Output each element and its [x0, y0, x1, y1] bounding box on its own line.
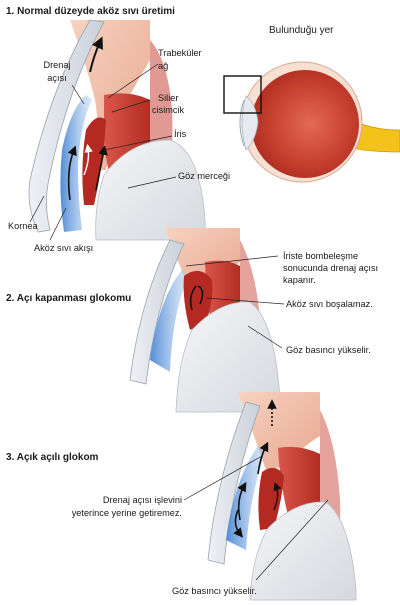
label-basinc-3: Göz basıncı yükselir.: [172, 586, 257, 596]
detail-box: [223, 75, 262, 114]
label-trabekuler-line1: Trabeküler: [158, 48, 202, 58]
label-drenaj-line2: açısı: [47, 73, 67, 83]
label-iriste-line2: sonucunda drenaj açısı: [283, 263, 379, 273]
label-iriste-line1: İriste bombeleşme: [283, 251, 359, 261]
label-bosalamaz: Aköz sıvı boşalamaz.: [286, 299, 373, 309]
label-silier-line2: cisimcik: [152, 105, 185, 115]
section3-title: 3. Açık açılı glokom: [6, 452, 99, 463]
label-iriste-line3: kapanır.: [283, 275, 316, 285]
label-iris: İris: [174, 129, 187, 139]
section1-title: 1. Normal düzeyde aköz sıvı üretimi: [6, 6, 175, 17]
label-silier-line1: Silier: [158, 93, 179, 103]
label-trabekuler-line2: ağ: [158, 61, 169, 71]
label-kornea: Kornea: [8, 221, 38, 231]
section1-cross-section: [28, 19, 206, 241]
section2-title: 2. Açı kapanması glokomu: [6, 293, 132, 304]
label-drenaj3-line1: Drenaj açısı işlevini: [102, 495, 182, 505]
label-goz-mercegi: Göz merceği: [178, 171, 231, 181]
section2-cross-section: [129, 228, 285, 413]
section3-cross-section: [183, 392, 357, 601]
label-basinc-2: Göz basıncı yükselir.: [286, 345, 371, 355]
label-drenaj-line1: Drenaj: [43, 60, 71, 70]
label-akoz-akisi: Aköz sıvı akışı: [34, 243, 94, 253]
location-eyeball: [223, 61, 400, 183]
location-title: Bulunduğu yer: [269, 25, 334, 36]
label-drenaj3-line2: yeterince yerine getiremez.: [71, 508, 182, 518]
